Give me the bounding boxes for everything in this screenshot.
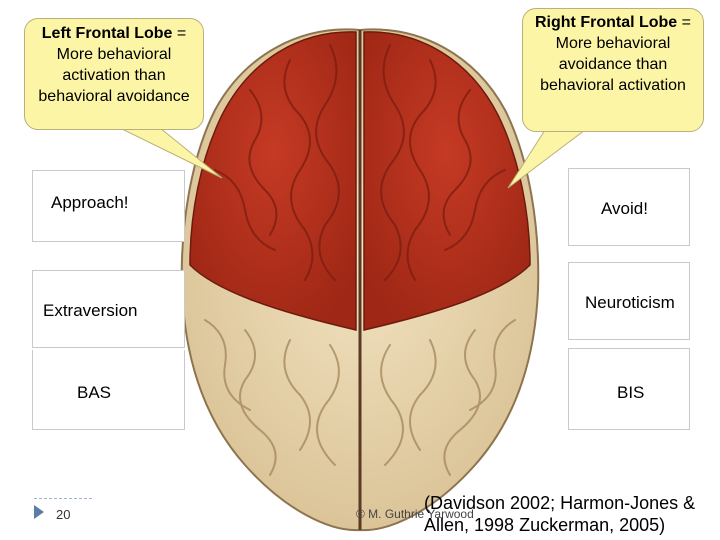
citation-text: (Davidson 2002; Harmon-Jones & Allen, 19… bbox=[424, 492, 714, 536]
approach-box: Approach! bbox=[32, 170, 185, 242]
bis-label: BIS bbox=[617, 383, 644, 403]
slide-number-divider bbox=[34, 498, 92, 499]
slide-number: 20 bbox=[56, 507, 70, 522]
neuroticism-label: Neuroticism bbox=[585, 293, 675, 313]
slide-marker-icon bbox=[34, 505, 44, 519]
extraversion-label: Extraversion bbox=[43, 301, 137, 321]
right-frontal-lobe-callout: Right Frontal Lobe = More behavioral avo… bbox=[522, 8, 704, 132]
neuroticism-box: Neuroticism bbox=[568, 262, 690, 340]
right-callout-title: Right Frontal Lobe bbox=[535, 14, 677, 31]
avoid-label: Avoid! bbox=[601, 199, 648, 219]
avoid-box: Avoid! bbox=[568, 168, 690, 246]
bas-box: BAS bbox=[32, 350, 185, 430]
extraversion-box: Extraversion bbox=[32, 270, 185, 348]
approach-label: Approach! bbox=[51, 193, 129, 213]
bas-label: BAS bbox=[77, 383, 111, 403]
left-frontal-lobe-callout: Left Frontal Lobe = More behavioral acti… bbox=[24, 18, 204, 130]
bis-box: BIS bbox=[568, 348, 690, 430]
left-callout-title: Left Frontal Lobe bbox=[42, 25, 173, 42]
